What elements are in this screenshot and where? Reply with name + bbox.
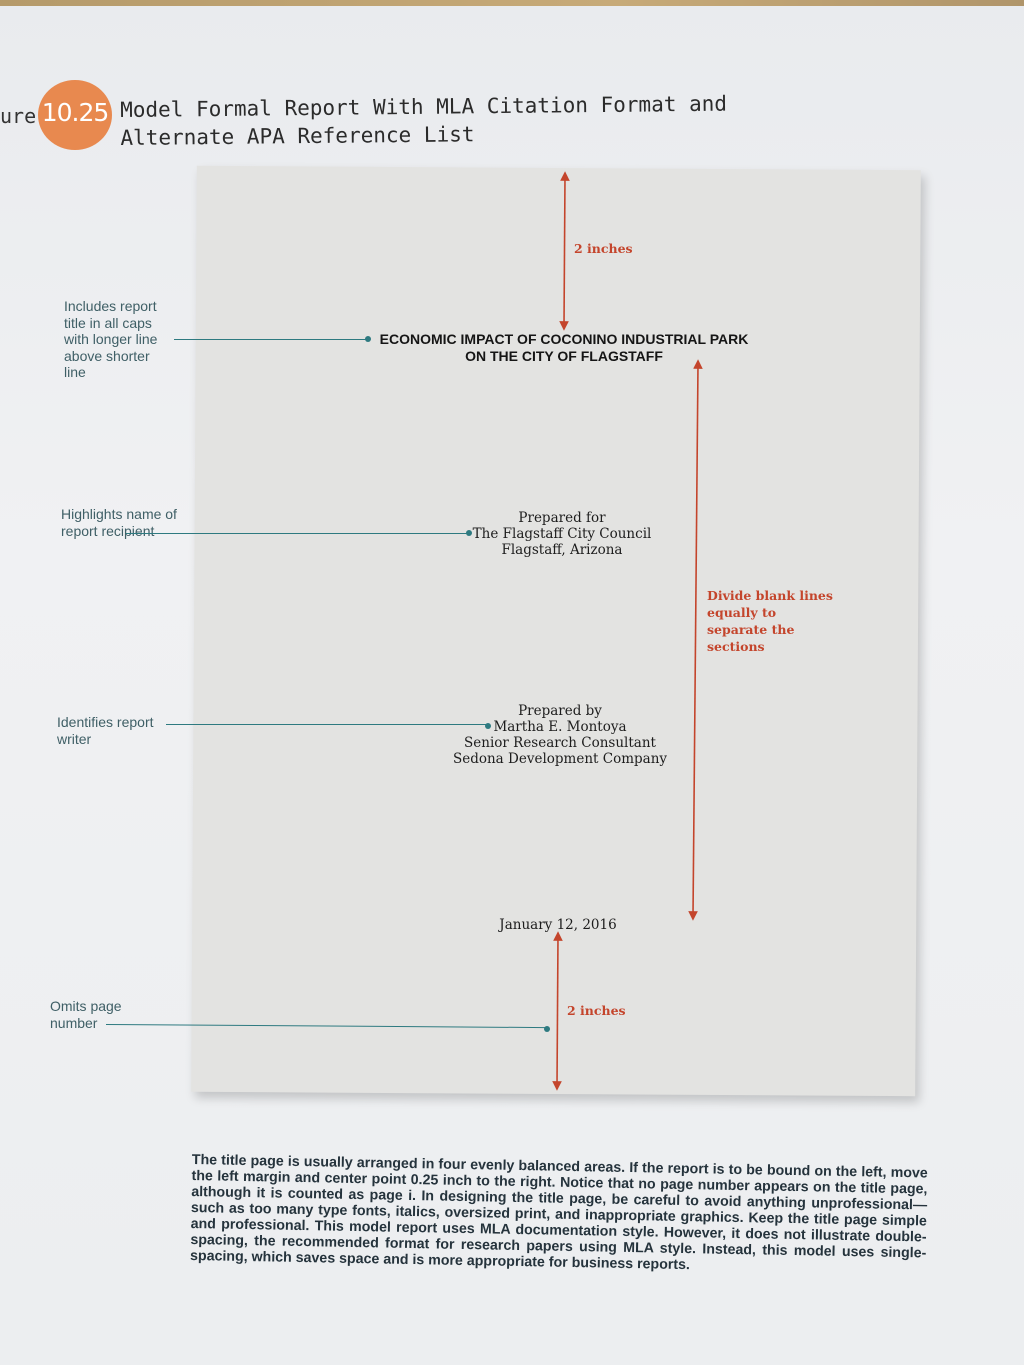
- title-leader-line: [174, 339, 368, 340]
- page-number-leader-dot: [544, 1026, 550, 1032]
- author-name: Martha E. Montoya: [493, 719, 627, 735]
- page-number-annotation: Omits page number: [50, 998, 122, 1031]
- prepared-by-block: Prepared by Martha E. Montoya Senior Res…: [430, 703, 690, 767]
- writer-leader-line: [166, 724, 488, 725]
- figure-caption: The title page is usually arranged in fo…: [189, 1152, 928, 1274]
- top-margin-label: 2 inches: [574, 241, 633, 256]
- report-title: ECONOMIC IMPACT OF COCONINO INDUSTRIAL P…: [360, 331, 768, 365]
- recipient-location: Flagstaff, Arizona: [501, 542, 623, 558]
- report-date: January 12, 2016: [499, 917, 617, 933]
- recipient-leader-line: [126, 533, 468, 534]
- report-title-line-2: ON THE CITY OF FLAGSTAFF: [465, 348, 663, 364]
- bottom-margin-arrow: [552, 931, 563, 1091]
- writer-annotation: Identifies report writer: [57, 714, 154, 747]
- recipient-annotation: Highlights name of report recipient: [61, 506, 177, 539]
- writer-leader-dot: [485, 723, 491, 729]
- recipient-name: The Flagstaff City Council: [472, 526, 652, 542]
- author-title: Senior Research Consultant: [464, 735, 656, 751]
- top-margin-arrow: [559, 171, 570, 331]
- recipient-leader-dot: [466, 530, 472, 536]
- author-company: Sedona Development Company: [452, 751, 668, 767]
- bottom-margin-label: 2 inches: [567, 1003, 626, 1018]
- report-title-line-1: ECONOMIC IMPACT OF COCONINO INDUSTRIAL P…: [379, 331, 749, 347]
- divide-lines-note: Divide blank lines equally to separate t…: [707, 588, 833, 654]
- prepared-for-label: Prepared for: [518, 510, 606, 526]
- prepared-by-label: Prepared by: [518, 703, 602, 719]
- title-annotation: Includes report title in all caps with l…: [64, 298, 158, 380]
- prepared-for-block: Prepared for The Flagstaff City Council …: [440, 510, 684, 558]
- title-leader-dot: [365, 336, 371, 342]
- figure-number-badge: 10.25: [38, 80, 112, 150]
- section-spacing-arrow: [688, 359, 703, 921]
- figure-label-prefix: ure: [0, 104, 37, 128]
- table-edge-strip: [0, 0, 1024, 6]
